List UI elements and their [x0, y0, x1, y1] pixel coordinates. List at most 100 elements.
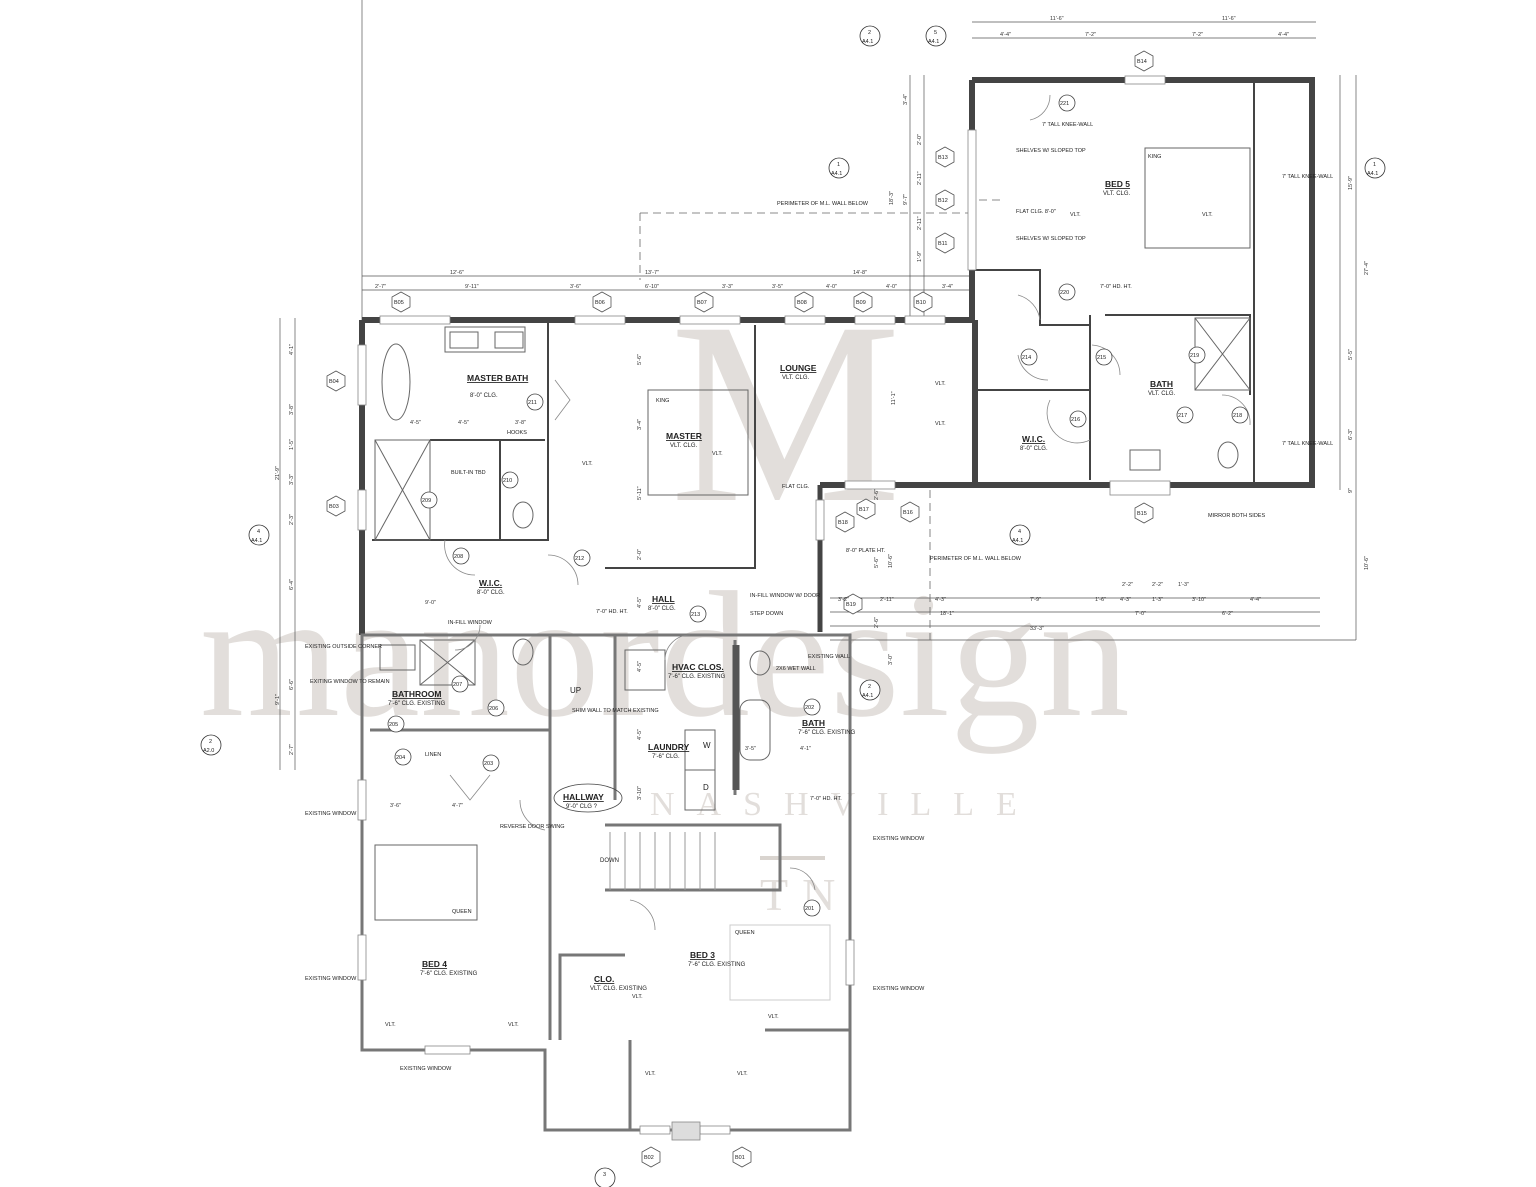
svg-text:3'-3": 3'-3" — [722, 284, 733, 290]
svg-text:EXISTING WINDOW: EXISTING WINDOW — [305, 811, 357, 817]
svg-text:BED 4: BED 4 — [422, 959, 447, 969]
svg-text:1'-9": 1'-9" — [917, 251, 923, 262]
svg-text:4'-0": 4'-0" — [826, 284, 837, 290]
svg-text:SHELVES W/ SLOPED TOP: SHELVES W/ SLOPED TOP — [1016, 148, 1086, 154]
svg-text:3'-8": 3'-8" — [289, 404, 295, 415]
svg-text:4'-4": 4'-4" — [1278, 32, 1289, 38]
svg-text:BATH: BATH — [802, 718, 825, 728]
svg-text:2'-0": 2'-0" — [917, 134, 923, 145]
svg-text:2'-0": 2'-0" — [637, 549, 643, 560]
svg-text:4'-3": 4'-3" — [1120, 597, 1131, 603]
svg-text:3'-10": 3'-10" — [1192, 597, 1206, 603]
room-hvac-closet: HVAC CLOS. 7'-6" CLG. EXISTING — [668, 662, 726, 680]
svg-text:2: 2 — [868, 30, 871, 36]
svg-text:7'-6" CLG. EXISTING: 7'-6" CLG. EXISTING — [668, 674, 726, 680]
svg-text:7'-0" HD. HT.: 7'-0" HD. HT. — [810, 796, 842, 802]
svg-text:B09: B09 — [856, 300, 866, 306]
svg-text:MASTER BATH: MASTER BATH — [467, 373, 528, 383]
linen-label: LINEN — [425, 752, 441, 758]
svg-text:201: 201 — [805, 906, 814, 912]
svg-text:9'-1": 9'-1" — [275, 694, 281, 705]
svg-text:5'-6": 5'-6" — [637, 354, 643, 365]
svg-text:3'-10": 3'-10" — [637, 786, 643, 800]
svg-text:1: 1 — [1373, 162, 1376, 168]
svg-text:10'-6": 10'-6" — [888, 554, 894, 568]
svg-text:1'-5": 1'-5" — [289, 439, 295, 450]
svg-text:BUILT-IN TBD: BUILT-IN TBD — [451, 470, 486, 476]
svg-text:A4.1: A4.1 — [1012, 538, 1023, 544]
bed-size-label: QUEEN — [735, 930, 755, 936]
dryer-label: D — [703, 783, 709, 792]
svg-text:4'-0": 4'-0" — [886, 284, 897, 290]
svg-text:217: 217 — [1178, 413, 1187, 419]
svg-text:2'-2": 2'-2" — [1122, 582, 1133, 588]
bed-size-label: QUEEN — [452, 909, 472, 915]
watermark-city: NASHVILLE — [650, 786, 1039, 823]
svg-text:W.I.C.: W.I.C. — [479, 578, 502, 588]
svg-text:VLT.: VLT. — [1070, 212, 1081, 218]
svg-text:210: 210 — [503, 478, 512, 484]
svg-text:B12: B12 — [938, 198, 948, 204]
room-wic-master: W.I.C.8'-0" CLG. — [477, 578, 505, 596]
door-swings — [444, 94, 1251, 931]
svg-text:15'-9": 15'-9" — [1348, 176, 1354, 190]
svg-text:MASTER: MASTER — [666, 431, 702, 441]
svg-text:213: 213 — [691, 612, 700, 618]
svg-text:B05: B05 — [394, 300, 404, 306]
bed-size-label: KING — [656, 398, 669, 404]
svg-text:W.I.C.: W.I.C. — [1022, 434, 1045, 444]
walls — [359, 77, 1315, 1132]
svg-text:6'-2": 6'-2" — [1222, 611, 1233, 617]
room-closet: CLO.VLT. CLG. EXISTING — [590, 974, 647, 992]
svg-text:21'-9": 21'-9" — [275, 466, 281, 480]
svg-text:2'-6": 2'-6" — [874, 617, 880, 628]
svg-text:9'-0" CLG ?: 9'-0" CLG ? — [566, 804, 598, 810]
window-tags — [326, 50, 1154, 1168]
svg-text:B03: B03 — [329, 504, 339, 510]
svg-text:STEP DOWN: STEP DOWN — [750, 611, 783, 617]
svg-text:7'-2": 7'-2" — [1085, 32, 1096, 38]
stairs-down-label: DOWN — [600, 858, 619, 864]
bed-size-label: KING — [1148, 154, 1161, 160]
svg-text:8'-0" CLG.: 8'-0" CLG. — [648, 606, 676, 612]
svg-text:BATH: BATH — [1150, 379, 1173, 389]
svg-text:3'-0": 3'-0" — [888, 654, 894, 665]
svg-text:3'-4": 3'-4" — [903, 94, 909, 105]
svg-text:EXISTING WINDOW: EXISTING WINDOW — [873, 836, 925, 842]
svg-text:1'-6": 1'-6" — [1095, 597, 1106, 603]
svg-text:6'-10": 6'-10" — [645, 284, 659, 290]
svg-text:B14: B14 — [1137, 59, 1147, 65]
svg-text:1'-3": 1'-3" — [1152, 597, 1163, 603]
svg-text:9": 9" — [1348, 488, 1354, 493]
svg-text:SHELVES W/ SLOPED TOP: SHELVES W/ SLOPED TOP — [1016, 236, 1086, 242]
svg-text:11'-6": 11'-6" — [1050, 16, 1064, 22]
svg-text:HVAC CLOS.: HVAC CLOS. — [672, 662, 724, 672]
svg-text:VLT. CLG.: VLT. CLG. — [1103, 191, 1131, 197]
room-bed-3: BED 37'-6" CLG. EXISTING — [688, 950, 746, 968]
svg-text:7'-6" CLG. EXISTING: 7'-6" CLG. EXISTING — [798, 730, 856, 736]
svg-text:3'-2": 3'-2" — [838, 597, 849, 603]
svg-text:4'-5": 4'-5" — [458, 420, 469, 426]
svg-text:2'-6": 2'-6" — [874, 489, 880, 500]
svg-text:1'-3": 1'-3" — [1178, 582, 1189, 588]
svg-text:A4.1: A4.1 — [831, 171, 842, 177]
annotations: 7' TALL KNEE-WALL 7' TALL KNEE-WALL 7' T… — [305, 122, 1333, 1077]
svg-text:EXISTING WINDOW: EXISTING WINDOW — [400, 1066, 452, 1072]
svg-text:205: 205 — [389, 722, 398, 728]
svg-text:4'-4": 4'-4" — [1000, 32, 1011, 38]
svg-text:7'-6" CLG. EXISTING: 7'-6" CLG. EXISTING — [420, 971, 478, 977]
svg-text:4'-4": 4'-4" — [1250, 597, 1261, 603]
svg-text:2: 2 — [868, 684, 871, 690]
svg-text:2: 2 — [209, 739, 212, 745]
svg-text:EXISTING WINDOW: EXISTING WINDOW — [873, 986, 925, 992]
section-markers — [200, 25, 1386, 1187]
svg-text:VLT.: VLT. — [737, 1071, 748, 1077]
svg-text:SHIM WALL TO MATCH EXISTING: SHIM WALL TO MATCH EXISTING — [572, 708, 659, 714]
svg-text:FLAT CLG. 8'-0": FLAT CLG. 8'-0" — [1016, 209, 1056, 215]
svg-text:7' TALL KNEE-WALL: 7' TALL KNEE-WALL — [1282, 441, 1333, 447]
